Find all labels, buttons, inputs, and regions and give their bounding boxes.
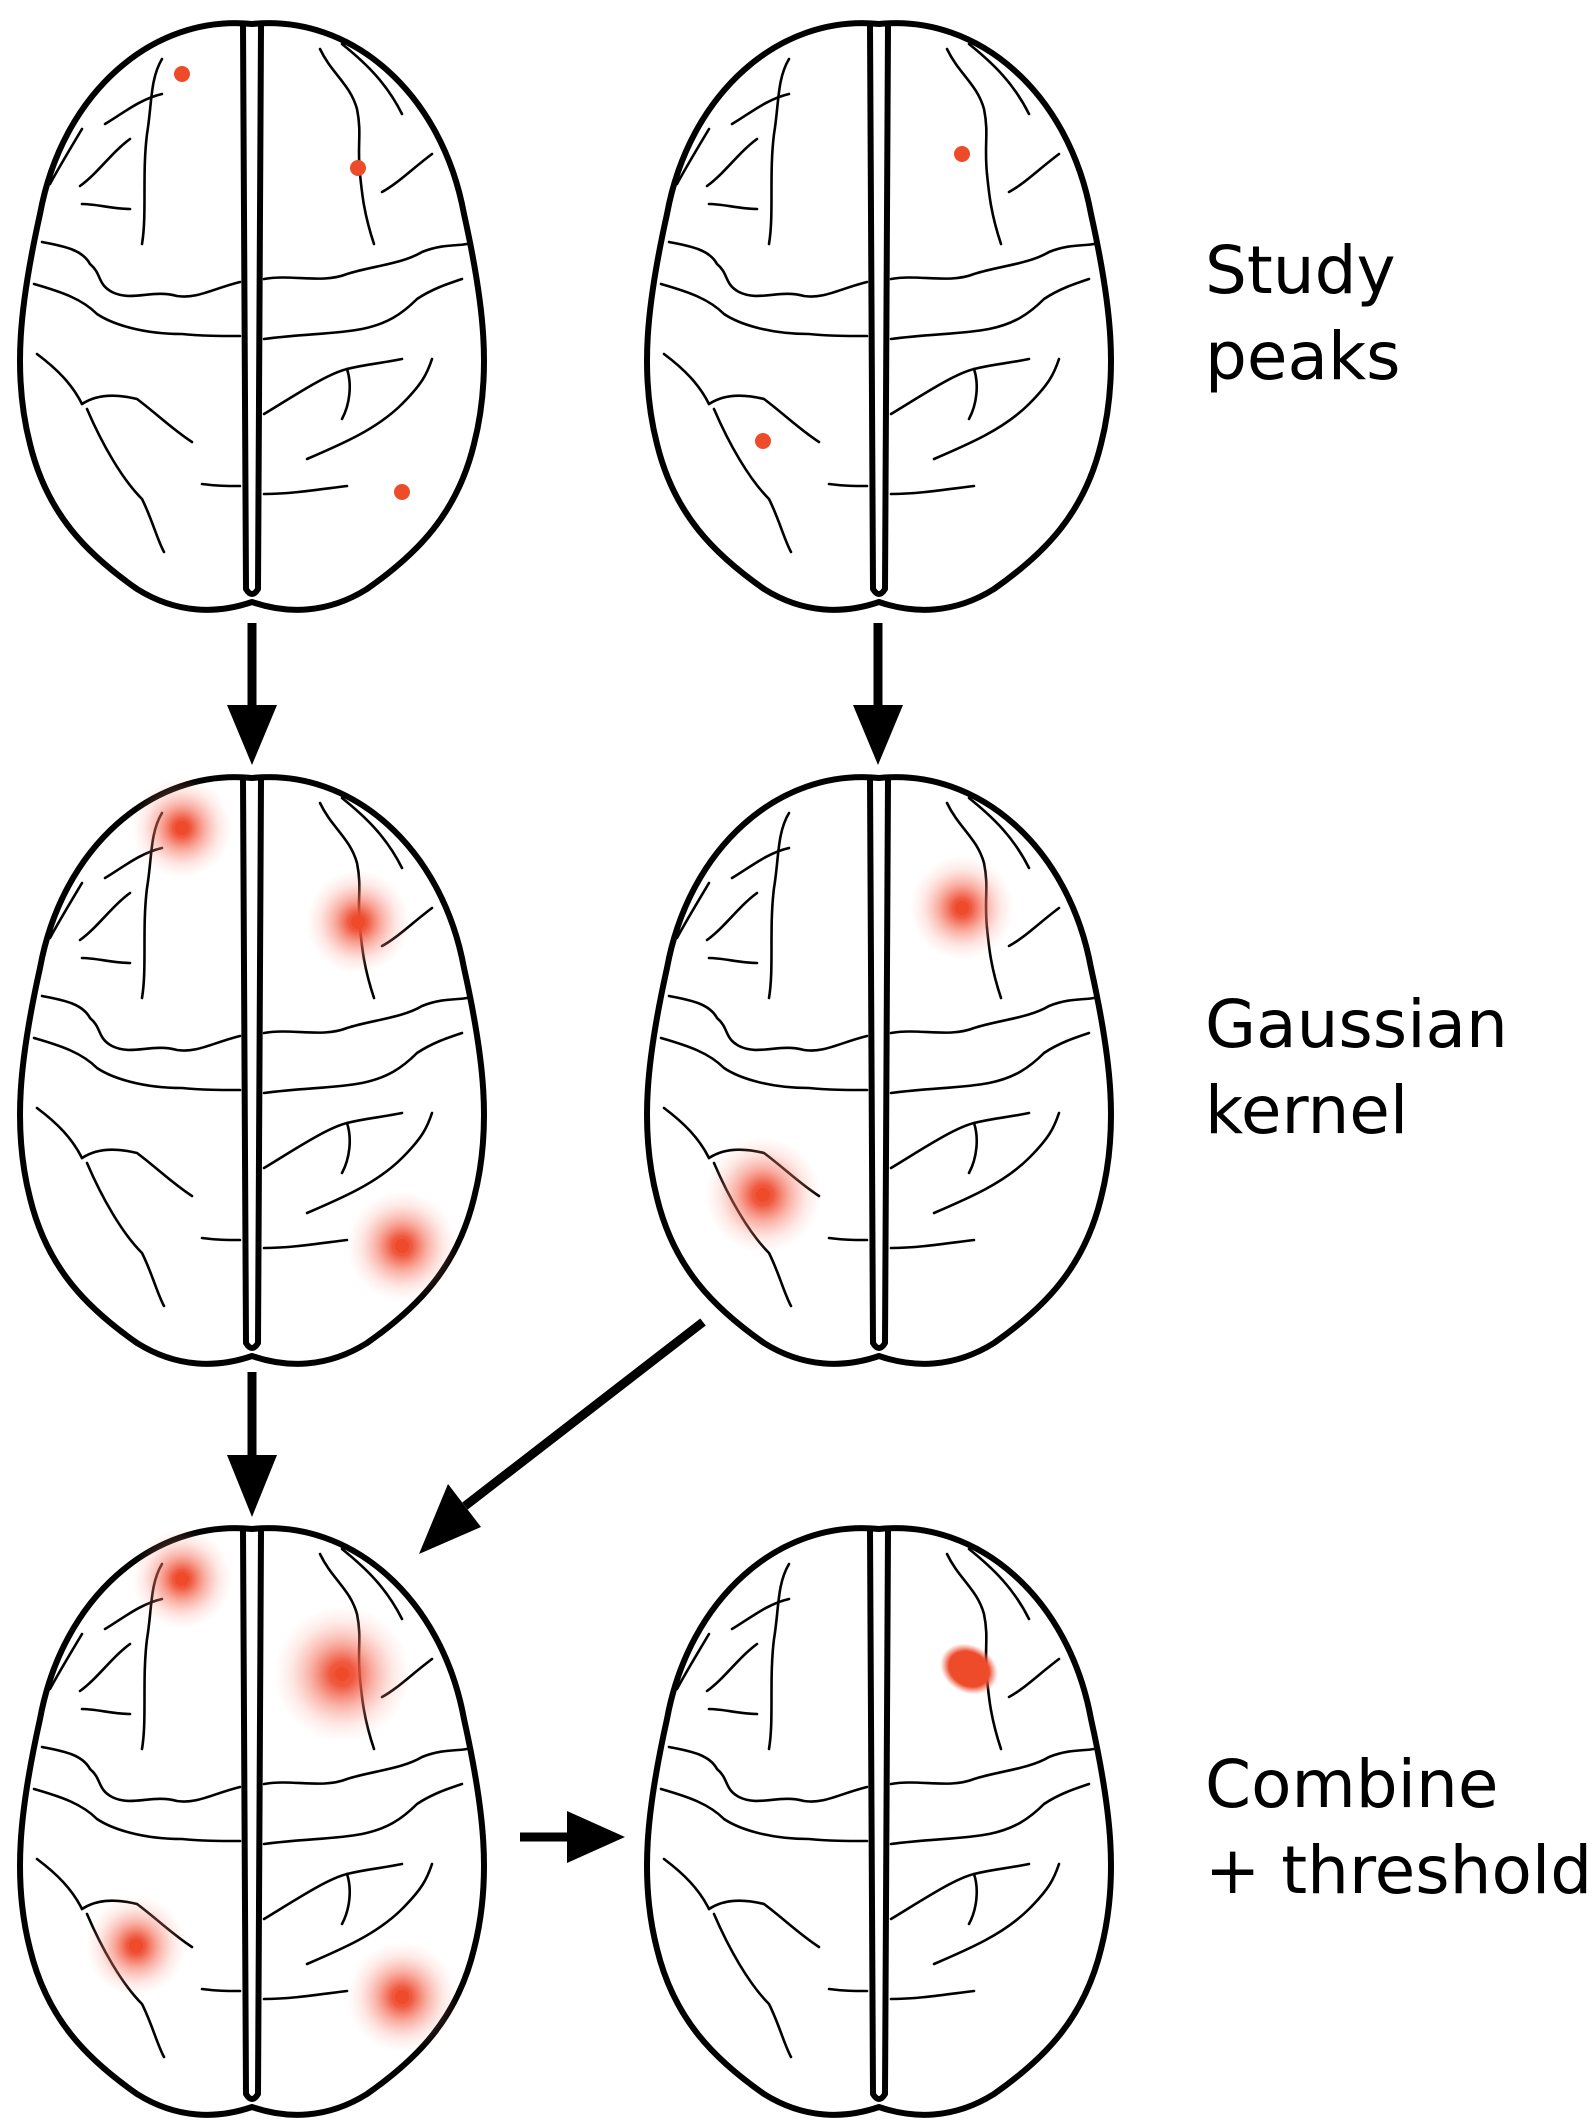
- brain-study-b-kernel: [647, 777, 1111, 1364]
- brain-outline: [20, 23, 484, 610]
- arrow-diagonal-to-combined: [419, 1318, 706, 1554]
- brain-study-b-peaks: [647, 23, 1111, 610]
- peak-dot: [129, 1939, 143, 1953]
- arrow-down-right-top: [853, 623, 903, 765]
- peak-dot: [955, 901, 969, 915]
- peak-dot: [755, 433, 771, 449]
- flow-arrows: [227, 623, 903, 1863]
- peak-dot: [175, 821, 189, 835]
- peak-dot: [756, 1188, 770, 1202]
- label-study-peaks: Study peaks: [1205, 228, 1401, 400]
- brain-thresholded: [647, 1528, 1111, 2115]
- peak-dot: [394, 484, 410, 500]
- brain-outline: [647, 1528, 1111, 2115]
- label-gaussian-kernel-line1: Gaussian: [1205, 986, 1508, 1063]
- brain-outline: [647, 777, 1111, 1364]
- arrow-right-to-threshold: [520, 1811, 625, 1863]
- peak-dot: [350, 160, 366, 176]
- brain-study-a-kernel: [20, 777, 484, 1364]
- label-study-peaks-line1: Study: [1205, 232, 1396, 309]
- peak-dot: [335, 1667, 349, 1681]
- peak-dot: [351, 915, 365, 929]
- peak-dot: [954, 146, 970, 162]
- thresholded-cluster: [940, 1643, 998, 1695]
- label-combine-threshold-line1: Combine: [1205, 1746, 1499, 1823]
- label-combine-threshold-line2: + threshold: [1205, 1832, 1592, 1909]
- label-gaussian-kernel-line2: kernel: [1205, 1072, 1409, 1149]
- arrow-down-left-top: [227, 623, 277, 765]
- brain-study-a-peaks: [20, 23, 484, 610]
- label-gaussian-kernel: Gaussian kernel: [1205, 982, 1508, 1154]
- brain-grid: [20, 23, 1111, 2115]
- brain-outline: [647, 23, 1111, 610]
- arrow-down-left-middle: [227, 1372, 277, 1517]
- label-combine-threshold: Combine + threshold: [1205, 1742, 1592, 1914]
- brain-combined: [20, 1528, 484, 2115]
- label-study-peaks-line2: peaks: [1205, 318, 1401, 395]
- peak-dot: [395, 1990, 409, 2004]
- peak-dot: [174, 66, 190, 82]
- peak-dot: [395, 1239, 409, 1253]
- peak-dot: [175, 1572, 189, 1586]
